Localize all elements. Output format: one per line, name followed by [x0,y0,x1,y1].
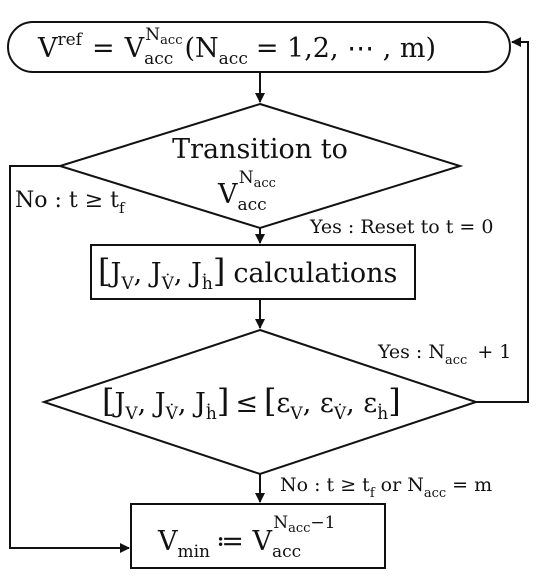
edge-yes-nacc-label: Yes : Nacc+ 1 [377,341,511,368]
start-label: Vref=VaccNacc(Nacc= 1,2, ⋯ , m) [37,25,436,69]
transition-label-line1: Transition to [172,134,348,165]
edge-check-yes-loop [476,37,529,403]
edge-transition-no-label: No : t ≥ tf [15,188,126,217]
calc-label: [JV, JV̇, Jḣ]calculations [98,252,397,294]
check-label: [JV, JV̇, Jḣ]≤[εV, εV̇, εḣ] [102,382,401,424]
edge-yes-reset-label: Yes : Reset to t = 0 [309,216,493,238]
end-label: Vmin≔ VaccNacc−1 [157,513,335,562]
edge-transition-no [9,165,130,553]
end-box [130,503,386,569]
calc-box [90,244,416,300]
transition-label-line2: VaccNacc [217,168,276,215]
